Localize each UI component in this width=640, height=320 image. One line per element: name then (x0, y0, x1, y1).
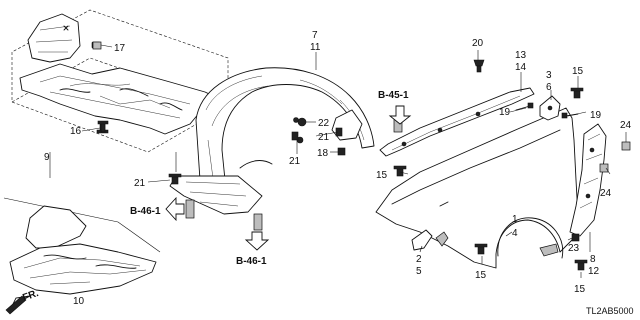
part-number-labels: 17 16 9 21 10 7 11 22 21 21 18 20 13 14 … (44, 30, 632, 307)
ref-arrow-b46-1-bottom (244, 231, 270, 251)
label-part-24-mid: 24 (600, 188, 612, 199)
label-part-22: 22 (318, 118, 330, 129)
rear-undercover-assembly (3, 197, 161, 295)
label-part-11: 11 (310, 42, 321, 53)
label-ref-b46-1-left: B-46-1 (130, 206, 161, 217)
label-ref-b45-1: B-45-1 (378, 90, 409, 101)
label-part-15-low: 15 (475, 270, 487, 281)
label-part-15-top: 15 (572, 66, 584, 77)
label-part-20: 20 (472, 38, 484, 49)
label-ref-b46-1-bottom: B-46-1 (236, 256, 267, 267)
label-part-16: 16 (70, 126, 82, 137)
label-part-5: 5 (416, 266, 422, 277)
label-part-3: 3 (546, 70, 552, 81)
label-part-6: 6 (546, 82, 552, 93)
ref-arrow-b46-1-left (165, 196, 185, 222)
label-part-9: 9 (44, 152, 50, 163)
label-part-1: 1 (512, 214, 518, 225)
label-part-19-right: 19 (590, 110, 602, 121)
fender-bracket-lower (411, 229, 449, 251)
label-part-24-top: 24 (620, 120, 632, 131)
reference-labels: B-45-1 B-46-1 B-46-1 FR. TL2AB5000 (21, 90, 633, 316)
label-part-7: 7 (312, 30, 318, 41)
label-part-19-left: 19 (499, 107, 511, 118)
label-part-21-left: 21 (134, 178, 146, 189)
label-part-8: 8 (590, 254, 596, 265)
fastener-group (92, 41, 631, 271)
fender-bracket-side (569, 123, 607, 237)
label-part-21-low: 21 (289, 156, 301, 167)
front-direction-arrow (5, 295, 31, 315)
front-undercover-assembly (11, 9, 229, 153)
label-part-4: 4 (512, 228, 518, 239)
leader-lines (49, 44, 627, 278)
label-part-10: 10 (73, 296, 85, 307)
label-part-15-mid: 15 (376, 170, 388, 181)
fender-upper-seal (379, 87, 535, 157)
inner-fender-liner (169, 67, 375, 215)
label-part-18: 18 (317, 148, 329, 159)
label-part-15-bottom: 15 (574, 284, 586, 295)
label-part-13: 13 (515, 50, 527, 61)
label-front-direction: FR. (21, 288, 40, 304)
front-fender-panel (375, 107, 579, 269)
label-part-17: 17 (114, 43, 126, 54)
fender-bracket-upper (539, 95, 561, 121)
label-part-21-mid: 21 (318, 132, 330, 143)
label-diagram-code: TL2AB5000 (586, 306, 634, 316)
fender-lower-seal (539, 243, 559, 257)
label-part-12: 12 (588, 266, 600, 277)
ref-arrow-b45-1 (388, 105, 412, 125)
label-part-2: 2 (416, 254, 422, 265)
label-part-14: 14 (515, 62, 527, 73)
label-part-23: 23 (568, 243, 580, 254)
